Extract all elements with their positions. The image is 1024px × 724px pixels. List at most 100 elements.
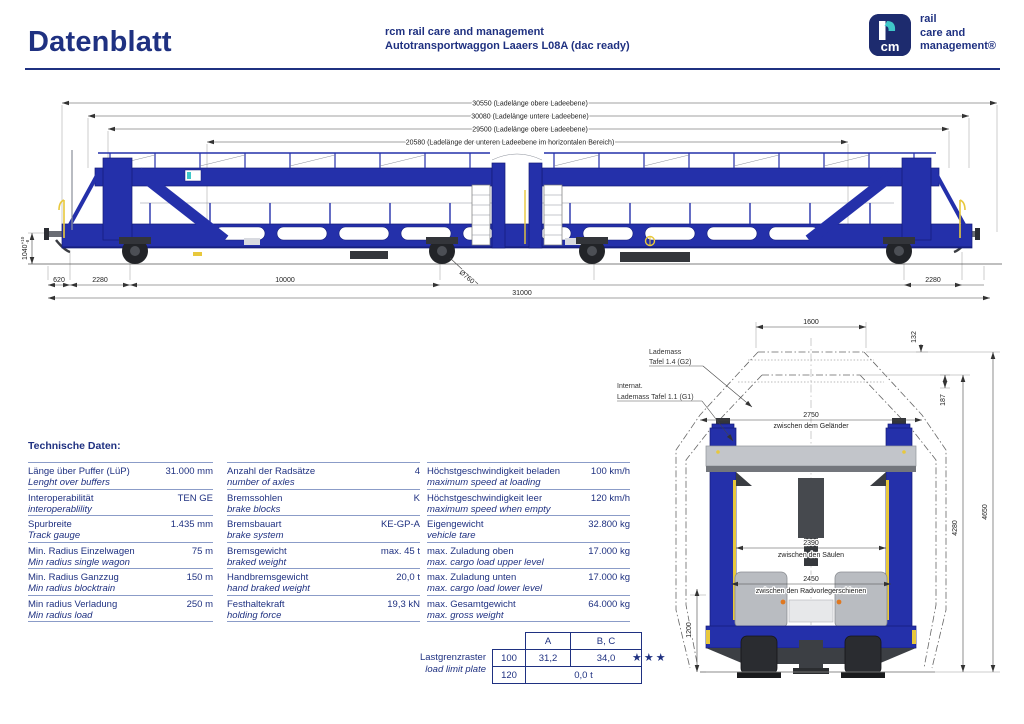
load-limit-value-bc: 34,0 xyxy=(570,649,642,667)
value: 1.435 mm xyxy=(170,519,213,530)
label-de: max. Zuladung oben xyxy=(427,545,514,557)
value: 150 m xyxy=(186,572,213,583)
label-en: Lenght over buffers xyxy=(28,477,110,488)
tech-row: Länge über Puffer (LüP)Lenght over buffe… xyxy=(28,462,213,489)
wheel-diameter-label: Ø760 xyxy=(458,269,476,285)
value: TEN GE xyxy=(177,492,213,504)
label-de: Spurbreite xyxy=(28,519,72,530)
gauge-g2-label2: Tafel 1.4 (G2) xyxy=(649,359,691,366)
label-en: number of axles xyxy=(227,477,295,488)
document-subtitle: rcm rail care and management Autotranspo… xyxy=(385,25,630,53)
value: 17.000 kg xyxy=(588,545,630,557)
total-length-label: 31000 xyxy=(512,290,532,297)
dim-note: zwischen den Radvorlegerschienen xyxy=(756,588,867,595)
gauge-g2-label: Lademass xyxy=(649,349,682,356)
dim-label: 187 xyxy=(940,394,947,406)
front-view-drawing: 1600 132 187 2750 zwischen dem Geländer … xyxy=(617,318,1000,678)
dim-label: 2280 xyxy=(92,277,108,284)
side-view-drawing: 30550 (Ladelänge obere Ladeebene) 30080 … xyxy=(19,99,1002,301)
label-en: Track gauge xyxy=(28,530,81,541)
value: max. 45 t xyxy=(380,545,420,557)
subtitle-company: rcm rail care and management xyxy=(385,26,544,38)
logo-word-1: rail xyxy=(920,13,937,25)
label-en: vehicle tare xyxy=(427,530,476,541)
dim-label: 2450 xyxy=(803,576,819,583)
label-en: hand braked weight xyxy=(227,583,310,594)
dim-label: 2280 xyxy=(925,277,941,284)
label-en: brake system xyxy=(227,530,284,541)
load-limit-stars: ★★★ xyxy=(632,652,668,664)
dim-note: zwischen dem Geländer xyxy=(773,423,849,430)
label-en: Min radius blocktrain xyxy=(28,583,116,594)
label-de: Min. Radius Ganzzug xyxy=(28,572,119,583)
label-en: brake blocks xyxy=(227,503,281,515)
label-de: Bremssohlen xyxy=(227,492,283,504)
label-de: Bremsgewicht xyxy=(227,545,287,557)
label-de: Bremsbauart xyxy=(227,519,282,530)
page-title: Datenblatt xyxy=(28,26,172,58)
logo-word-3: management® xyxy=(920,40,996,52)
load-limit-corner xyxy=(493,633,526,650)
value: 100 km/h xyxy=(590,466,630,477)
load-limit-speed-100: 100 xyxy=(492,649,526,667)
label-de: Interoperabilität xyxy=(28,492,94,504)
dim-label: 2390 xyxy=(803,540,819,547)
label-de: Anzahl der Radsätze xyxy=(227,466,316,477)
load-limit-label-en: load limit plate xyxy=(425,663,486,675)
label-en: holding force xyxy=(227,609,282,621)
value: 19,3 kN xyxy=(387,598,420,610)
dim-label: 30080 (Ladelänge untere Ladeebene) xyxy=(471,114,589,121)
label-en: max. cargo load lower level xyxy=(427,583,543,594)
label-de: Min. Radius Einzelwagen xyxy=(28,545,135,557)
label-de: Länge über Puffer (LüP) xyxy=(28,466,130,477)
label-en: maximum speed when empty xyxy=(427,503,551,515)
dim-label: 2750 xyxy=(803,412,819,419)
value: 120 km/h xyxy=(590,492,630,504)
label-en: braked weight xyxy=(227,556,287,568)
dim-note: zwischen den Säulen xyxy=(778,552,844,559)
load-limit-value-a: 31,2 xyxy=(525,649,571,667)
label-en: maximum speed at loading xyxy=(427,477,541,488)
tech-column-1: Länge über Puffer (LüP)Lenght over buffe… xyxy=(28,462,213,622)
load-limit-label: Lastgrenzraster load limit plate xyxy=(366,652,486,675)
value: 31.000 mm xyxy=(165,466,213,477)
value: 32.800 kg xyxy=(588,519,630,530)
dim-label: 29500 (Ladelänge obere Ladeebene) xyxy=(472,127,588,134)
dim-label: 20580 (Ladelänge der unteren Ladeebene i… xyxy=(406,140,615,147)
label-de: Min radius Verladung xyxy=(28,598,118,610)
label-en: Min radius load xyxy=(28,609,93,621)
value: 17.000 kg xyxy=(588,572,630,583)
dim-label: 620 xyxy=(53,277,65,284)
load-limit-table: A B, C 100 31,2 34,0 120 0,0 t xyxy=(492,632,642,684)
value: 75 m xyxy=(191,545,213,557)
load-limit-value-120: 0,0 t xyxy=(525,666,642,684)
dim-label: 1600 xyxy=(803,319,819,326)
rcm-logo-icon: cm xyxy=(869,14,911,56)
dim-label: 1200 xyxy=(686,622,693,638)
label-de: max. Gesamtgewicht xyxy=(427,598,516,610)
header-divider xyxy=(25,68,1000,70)
value: 20,0 t xyxy=(396,572,420,583)
label-de: Eigengewicht xyxy=(427,519,484,530)
label-en: interoperablility xyxy=(28,503,92,515)
height-dim: 1040+10-8 xyxy=(20,236,30,260)
load-limit-col-bc: B, C xyxy=(570,632,642,650)
value: 250 m xyxy=(186,598,213,610)
logo-wordmark: rail care and management® xyxy=(920,13,996,54)
label-en: Min radius single wagon xyxy=(28,556,130,568)
technical-data-title: Technische Daten: xyxy=(28,440,121,452)
subtitle-product: Autotransportwaggon Laaers L08A (dac rea… xyxy=(385,40,630,52)
label-de: Festhaltekraft xyxy=(227,598,285,610)
